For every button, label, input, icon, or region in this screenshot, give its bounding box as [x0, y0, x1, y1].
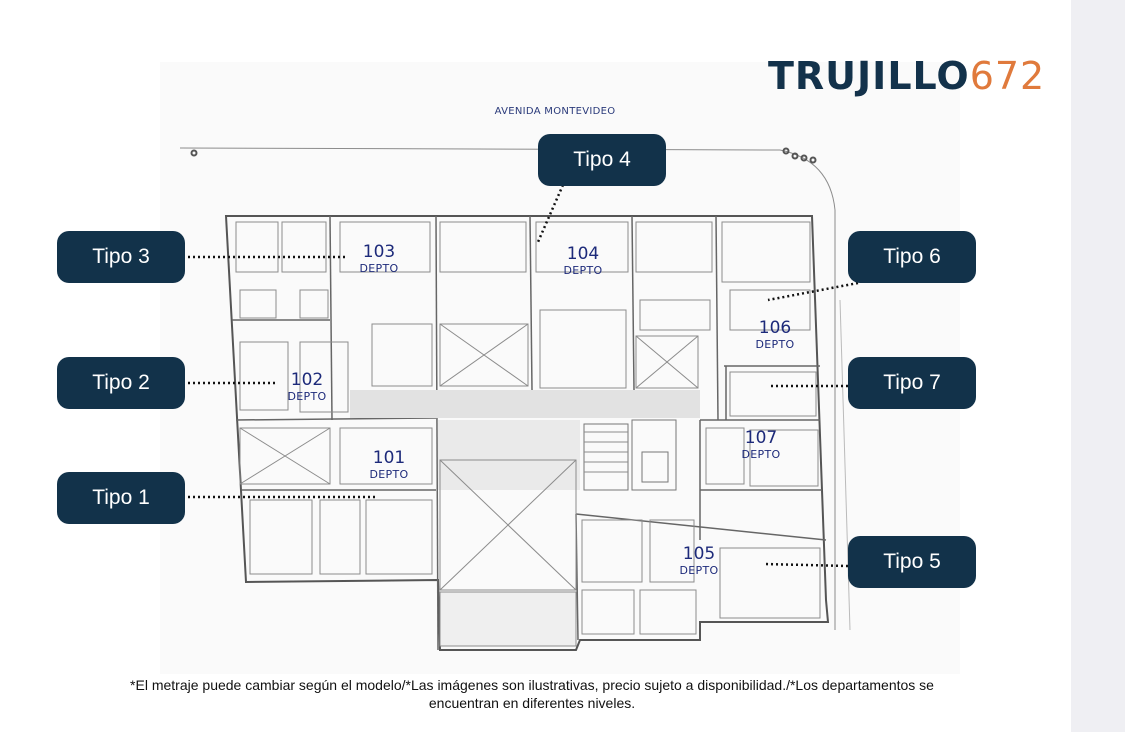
- unit-type-label: DEPTO: [287, 390, 327, 403]
- leader-lines: [188, 161, 859, 568]
- unit-number: 104: [566, 244, 600, 264]
- unit-number: 107: [744, 428, 778, 448]
- building-outline: [224, 215, 830, 651]
- unit-label-104: 104 DEPTO: [554, 244, 612, 278]
- leader-line-tipo-6: [767, 281, 859, 302]
- disclaimer-text: *El metraje puede cambiar según el model…: [130, 677, 934, 711]
- tag-tipo-5[interactable]: Tipo 5: [848, 536, 976, 588]
- unit-type-label: DEPTO: [741, 448, 781, 461]
- unit-label-106: 106 DEPTO: [746, 318, 804, 352]
- unit-number: 103: [362, 242, 396, 262]
- trujillo672-logo: TRUJILLO672: [768, 54, 1045, 98]
- scrollbar-track[interactable]: [1071, 0, 1125, 732]
- unit-number: 106: [758, 318, 792, 338]
- unit-number: 102: [290, 370, 324, 390]
- unit-type-label: DEPTO: [755, 338, 795, 351]
- street-edge-line: [179, 147, 781, 151]
- unit-label-103: 103 DEPTO: [350, 242, 408, 276]
- unit-label-101: 101 DEPTO: [360, 448, 418, 482]
- tag-tipo-4[interactable]: Tipo 4: [538, 134, 666, 186]
- tag-tipo-3[interactable]: Tipo 3: [57, 231, 185, 283]
- logo-text-part1: TRUJILLO: [768, 54, 970, 98]
- tag-tipo-2[interactable]: Tipo 2: [57, 357, 185, 409]
- tag-tipo-6[interactable]: Tipo 6: [848, 231, 976, 283]
- unit-label-105: 105 DEPTO: [670, 544, 728, 578]
- leader-line-tipo-5: [763, 562, 849, 568]
- unit-label-102: 102 DEPTO: [278, 370, 336, 404]
- unit-type-label: DEPTO: [359, 262, 399, 275]
- unit-number: 101: [372, 448, 406, 468]
- logo-text-part2: 672: [969, 54, 1046, 98]
- tag-tipo-1[interactable]: Tipo 1: [57, 472, 185, 524]
- street-curve-line: [779, 149, 836, 630]
- street-label: AVENIDA MONTEVIDEO: [494, 106, 616, 117]
- unit-type-label: DEPTO: [563, 264, 603, 277]
- tag-tipo-7[interactable]: Tipo 7: [848, 357, 976, 409]
- unit-type-label: DEPTO: [679, 564, 719, 577]
- unit-type-label: DEPTO: [369, 468, 409, 481]
- unit-number: 105: [682, 544, 716, 564]
- unit-label-107: 107 DEPTO: [732, 428, 790, 462]
